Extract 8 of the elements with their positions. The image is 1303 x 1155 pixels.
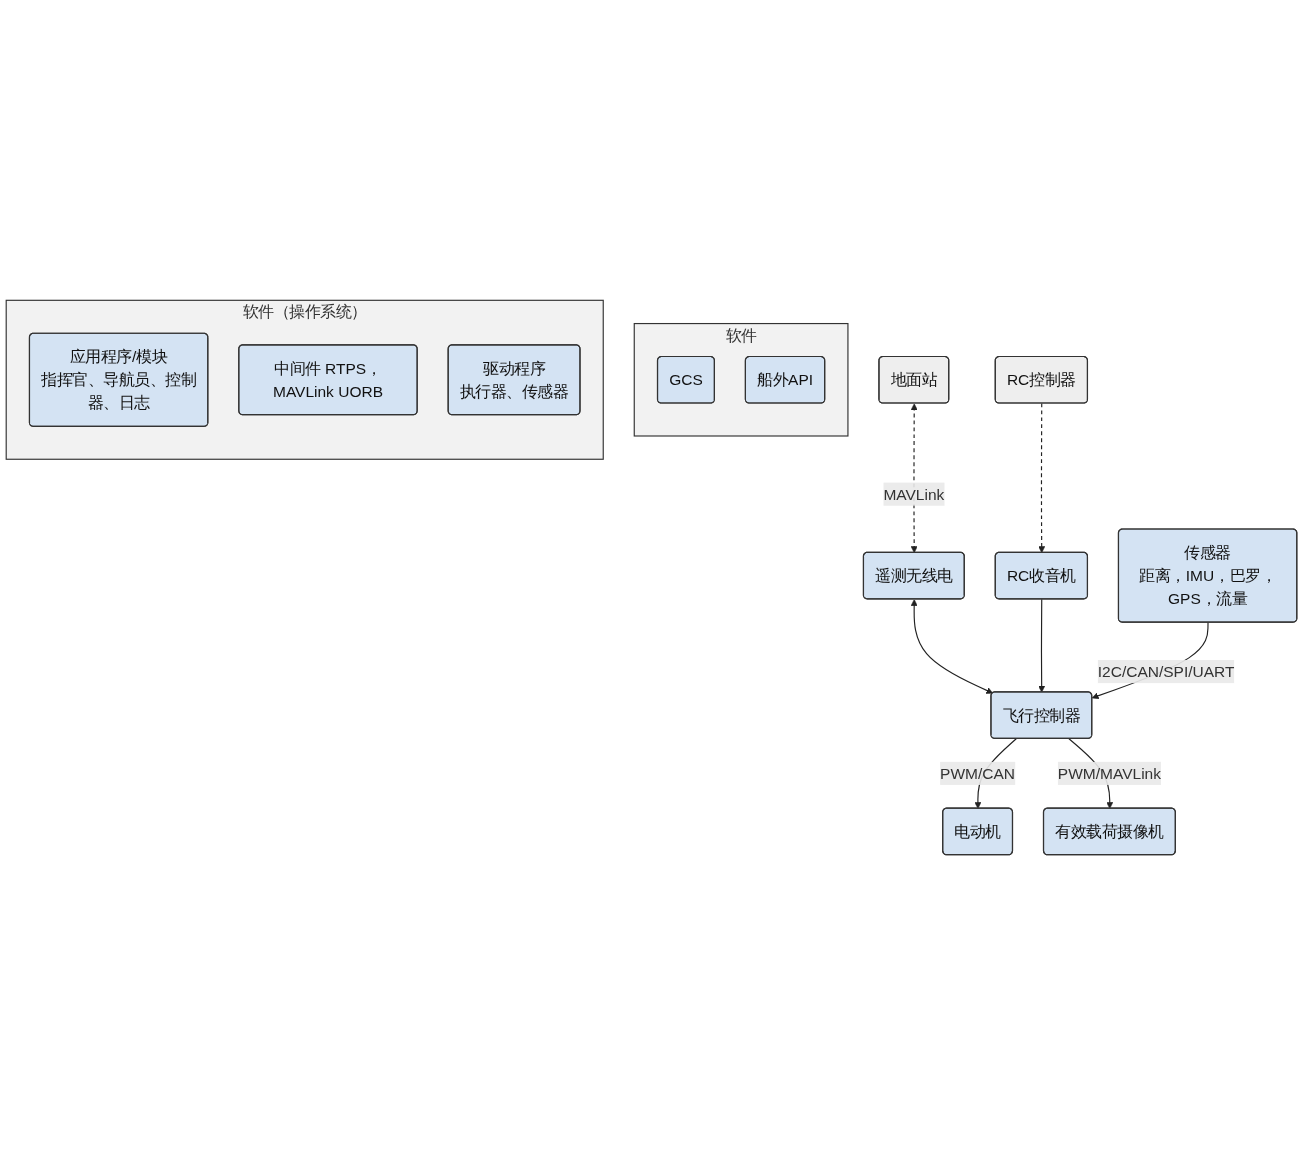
arrow: [910, 599, 994, 694]
edge-label: I2C/CAN/SPI/UART: [1097, 663, 1235, 681]
edge-label: MAVLink: [883, 485, 945, 503]
edge-label: PWM/MAVLink: [1057, 764, 1161, 782]
arrow: [1038, 598, 1046, 693]
edge-label: PWM/CAN: [940, 764, 1016, 782]
arrow: [1038, 402, 1046, 553]
arrow: [910, 403, 918, 553]
